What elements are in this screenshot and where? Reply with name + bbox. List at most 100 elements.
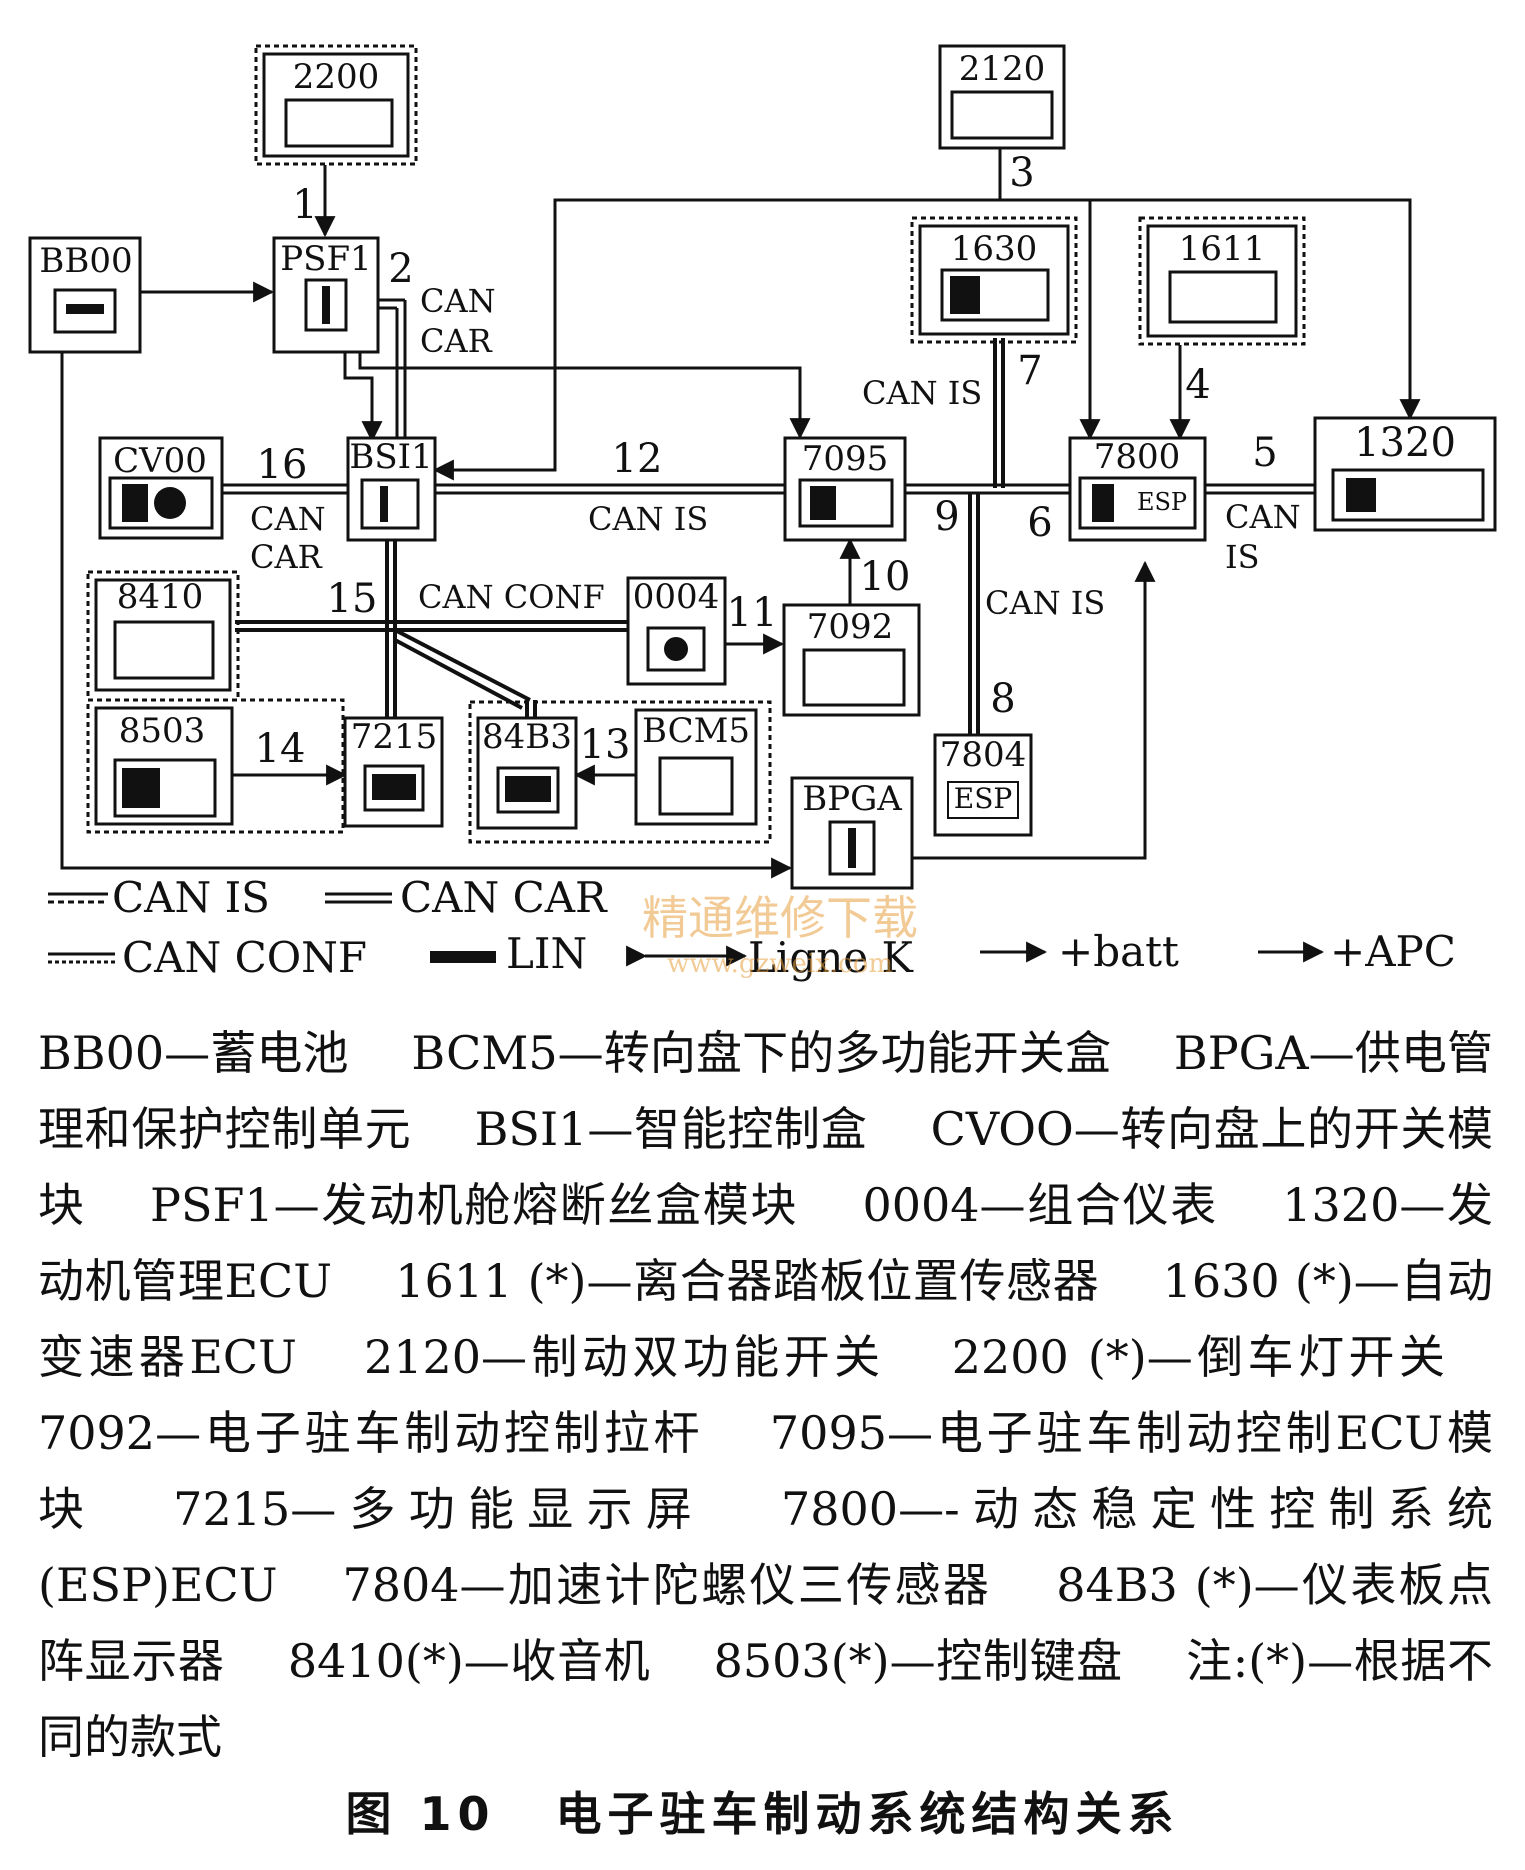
- watermark-title: 精通维修下载: [642, 891, 918, 945]
- engine-ecu-icon: [1331, 468, 1485, 522]
- desc-item: 7804—加速计陀螺仪三传感器: [342, 1558, 992, 1612]
- label-2200: 2200: [293, 57, 380, 97]
- watermark: 精通维修下载 www.gzweix.com: [642, 891, 918, 979]
- link-num-15: 15: [327, 576, 378, 622]
- label-7804-esp: ESP: [954, 782, 1012, 815]
- legend-can-is: [48, 892, 108, 904]
- link-num-4: 4: [1185, 362, 1210, 408]
- icon-details: [66, 276, 1376, 868]
- legend-can-conf-label: CAN CONF: [122, 933, 367, 982]
- bus-label: CAN IS: [985, 584, 1105, 622]
- bus-label: CAN: [1225, 498, 1301, 536]
- link-numbers: 1 2 3 4 5 6 7 8 9 10 11 12 13 14 15 16: [255, 150, 1278, 772]
- fuse-icon: [304, 278, 348, 332]
- legend-ligne-k-label: Ligne K: [748, 933, 914, 982]
- bus-label: CAR: [420, 322, 493, 360]
- link-num-6: 6: [1027, 500, 1052, 546]
- desc-item: 7800—-动态稳定性控制系统(ESP)ECU: [38, 1482, 1494, 1612]
- label-2120: 2120: [959, 49, 1046, 89]
- desc-item: BCM5—转向盘下的多功能开关盒: [411, 1026, 1112, 1080]
- box-BCM5: [634, 708, 758, 826]
- stalk-switch-icon: [658, 756, 734, 816]
- legend-batt-label: +batt: [1058, 927, 1179, 976]
- battery-icon: [53, 288, 117, 334]
- bus-label: CAN: [420, 282, 496, 320]
- switch-icon: [284, 98, 394, 148]
- desc-item: BPGA—供电管理和保护控制单元: [38, 1026, 1493, 1156]
- desc-item: 1320—发动机管理ECU: [38, 1178, 1494, 1308]
- box-1630: [918, 224, 1070, 336]
- desc-item: 注:(*)—根据不同的款式: [38, 1634, 1494, 1764]
- box-7215: [343, 716, 444, 828]
- label-7804: 7804: [940, 735, 1027, 775]
- system-diagram: 2200 2120 BB00 PSF1 1630 1611 CV00 BSI1 …: [28, 44, 1497, 982]
- bus-label: CAN IS: [588, 500, 708, 538]
- link-num-10: 10: [860, 554, 911, 600]
- desc-item: 1630 (*)—自动变速器ECU: [38, 1254, 1494, 1384]
- cluster-icon: [646, 626, 706, 672]
- pedal-sensor-icon: [1168, 270, 1278, 324]
- gearbox-ecu-icon: [940, 268, 1050, 322]
- link-num-2: 2: [388, 246, 413, 292]
- label-8503: 8503: [119, 711, 206, 751]
- label-7800: 7800: [1094, 437, 1181, 477]
- legend-can-car-label: CAN CAR: [400, 873, 608, 922]
- label-1320: 1320: [1354, 420, 1456, 466]
- figure-caption: 图 10 电子驻车制动系统结构关系: [0, 1778, 1525, 1844]
- module-labels: 2200 2120 BB00 PSF1 1630 1611 CV00 BSI1 …: [39, 49, 1456, 819]
- link-num-12: 12: [612, 436, 663, 482]
- desc-item: 2200 (*)—倒车灯开关: [951, 1330, 1445, 1384]
- box-7095: [783, 436, 907, 542]
- box-7092: [782, 603, 921, 717]
- box-BB00: [28, 236, 142, 354]
- desc-item: 2120—制动双功能开关: [363, 1330, 885, 1384]
- desc-item: BSI1—智能控制盒: [474, 1102, 868, 1156]
- keypad-icon: [113, 758, 217, 818]
- wires: [60, 148, 1421, 879]
- box-8503: [94, 706, 234, 826]
- desc-item: 8503(*)—控制键盘: [713, 1634, 1123, 1688]
- box-2120: [938, 44, 1066, 150]
- legend-apc-label: +APC: [1330, 927, 1456, 976]
- box-0004: [626, 576, 727, 686]
- box-2200: [262, 52, 410, 158]
- bus-label: CAN CONF: [418, 578, 605, 616]
- box-8410: [94, 578, 232, 692]
- label-0004: 0004: [633, 577, 720, 617]
- matrix-display-icon: [496, 766, 560, 814]
- legend-lin-label: LIN: [506, 929, 587, 978]
- bus-label: IS: [1225, 538, 1260, 576]
- desc-item: 1611 (*)—离合器踏板位置传感器: [395, 1254, 1100, 1308]
- desc-item: 8410(*)—收音机: [287, 1634, 651, 1688]
- desc-item: BB00—蓄电池: [38, 1026, 349, 1080]
- label-7215: 7215: [351, 717, 438, 757]
- lever-icon: [802, 648, 906, 707]
- brake-switch-icon: [950, 90, 1054, 140]
- bus-label: CAN: [250, 500, 326, 538]
- watermark-url: www.gzweix.com: [667, 949, 893, 979]
- label-BPGA: BPGA: [802, 779, 902, 819]
- bus-label: CAN IS: [862, 374, 982, 412]
- legend: CAN IS CAN CAR CAN CONF LIN Ligne K +bat…: [48, 873, 1456, 982]
- label-8410: 8410: [117, 577, 204, 617]
- bus-label: CAR: [250, 538, 323, 576]
- bpga-icon: [828, 820, 876, 876]
- desc-item: 7092—电子驻车制动控制拉杆: [38, 1406, 704, 1460]
- steering-switch-icon: [108, 476, 214, 530]
- label-CV00: CV00: [113, 441, 207, 481]
- link-num-8: 8: [990, 676, 1015, 722]
- figure-title: 电子驻车制动系统结构关系: [555, 1787, 1180, 1841]
- label-BSI1: BSI1: [349, 437, 432, 477]
- desc-item: PSF1—发动机舱熔断丝盒模块: [150, 1178, 799, 1232]
- desc-item: 7215—多功能显示屏: [173, 1482, 706, 1536]
- box-1611: [1146, 224, 1298, 338]
- legend-lin-line: [430, 951, 496, 963]
- label-BCM5: BCM5: [642, 711, 750, 751]
- link-num-7: 7: [1017, 348, 1042, 394]
- label-BB00: BB00: [39, 241, 132, 281]
- link-num-1: 1: [292, 182, 317, 228]
- desc-item: 7095—电子驻车制动控制ECU模块: [38, 1406, 1494, 1536]
- box-84B3: [476, 716, 578, 830]
- figure-number: 图 10: [345, 1787, 496, 1841]
- legend-description: BB00—蓄电池 BCM5—转向盘下的多功能开关盒 BPGA—供电管理和保护控制…: [38, 1015, 1493, 1775]
